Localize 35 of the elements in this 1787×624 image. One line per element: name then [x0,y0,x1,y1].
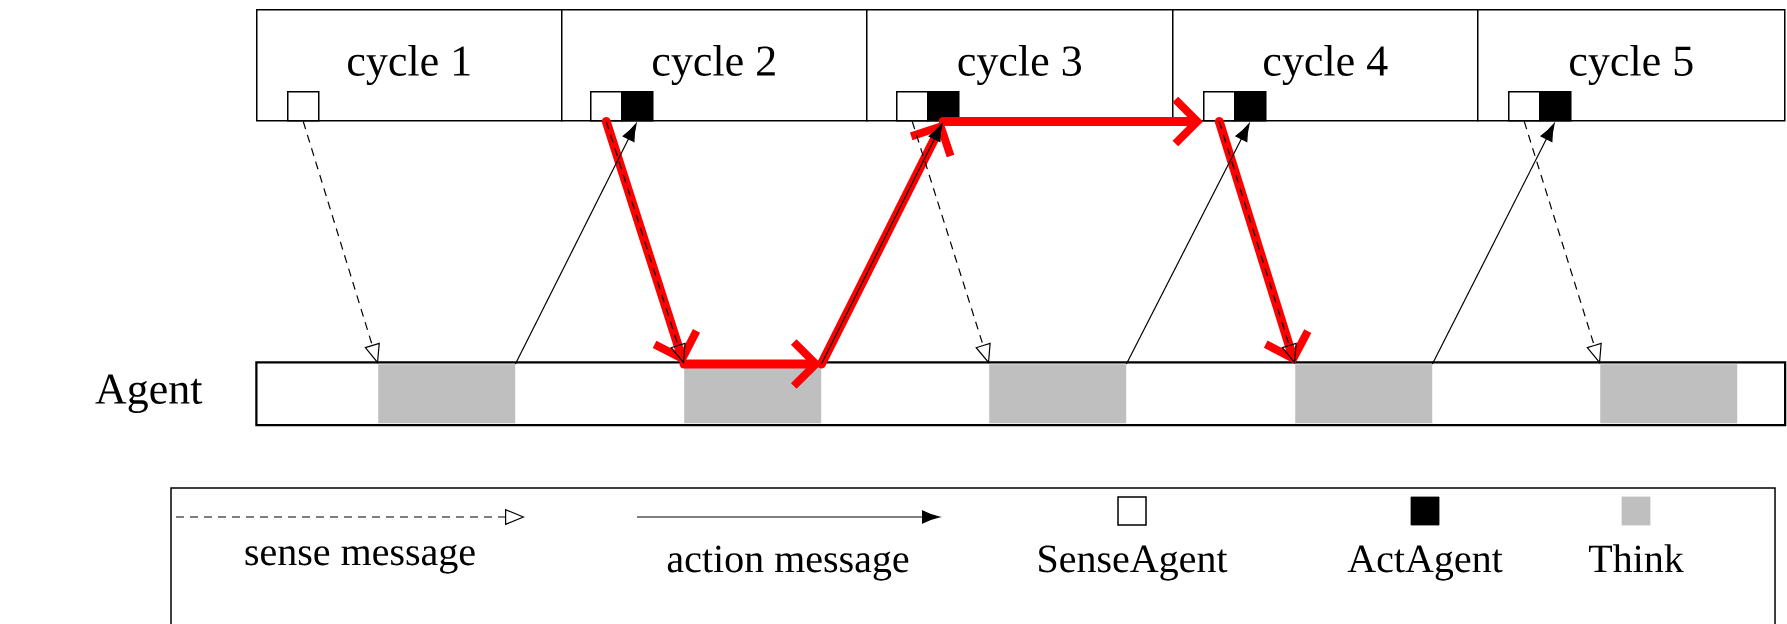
act-marker [1234,91,1267,122]
cycle-cell: cycle 3 [866,9,1174,122]
action-arrow [1431,123,1555,365]
cycle-cell: cycle 4 [1172,9,1479,122]
cycle-cell: cycle 5 [1477,9,1786,122]
legend-label: SenseAgent [1039,545,1228,581]
think-block [1295,364,1433,424]
sense-arrow [605,120,686,364]
legend-label: ActAgent [1347,545,1503,581]
sense-marker [896,91,929,122]
sense-marker [590,91,623,122]
legend-label: sense message [245,544,475,574]
action-arrow [514,123,637,365]
node-label: Agent [95,374,203,414]
sense-marker [1203,91,1236,122]
cycle-cell: cycle 1 [256,9,563,122]
act-marker [1539,91,1572,122]
sense-arrow [302,120,380,364]
sense-arrow [911,120,991,364]
sense-arrow [1523,120,1602,364]
sense-marker [287,91,320,122]
highlight-arrow [1214,117,1312,364]
legend-label: action message [667,545,909,581]
action-arrow [1125,123,1250,365]
highlight-arrow [938,96,1203,147]
sense-arrow [1218,120,1297,364]
think-block [378,364,516,424]
cycle-cell: cycle 2 [561,9,868,122]
think-block [989,364,1127,424]
act-marker [621,91,654,122]
sense-marker [1508,91,1541,122]
act-marker [927,91,960,122]
think-block [1600,364,1738,424]
legend-label: Think [1588,544,1684,572]
highlight-arrow [601,117,701,364]
